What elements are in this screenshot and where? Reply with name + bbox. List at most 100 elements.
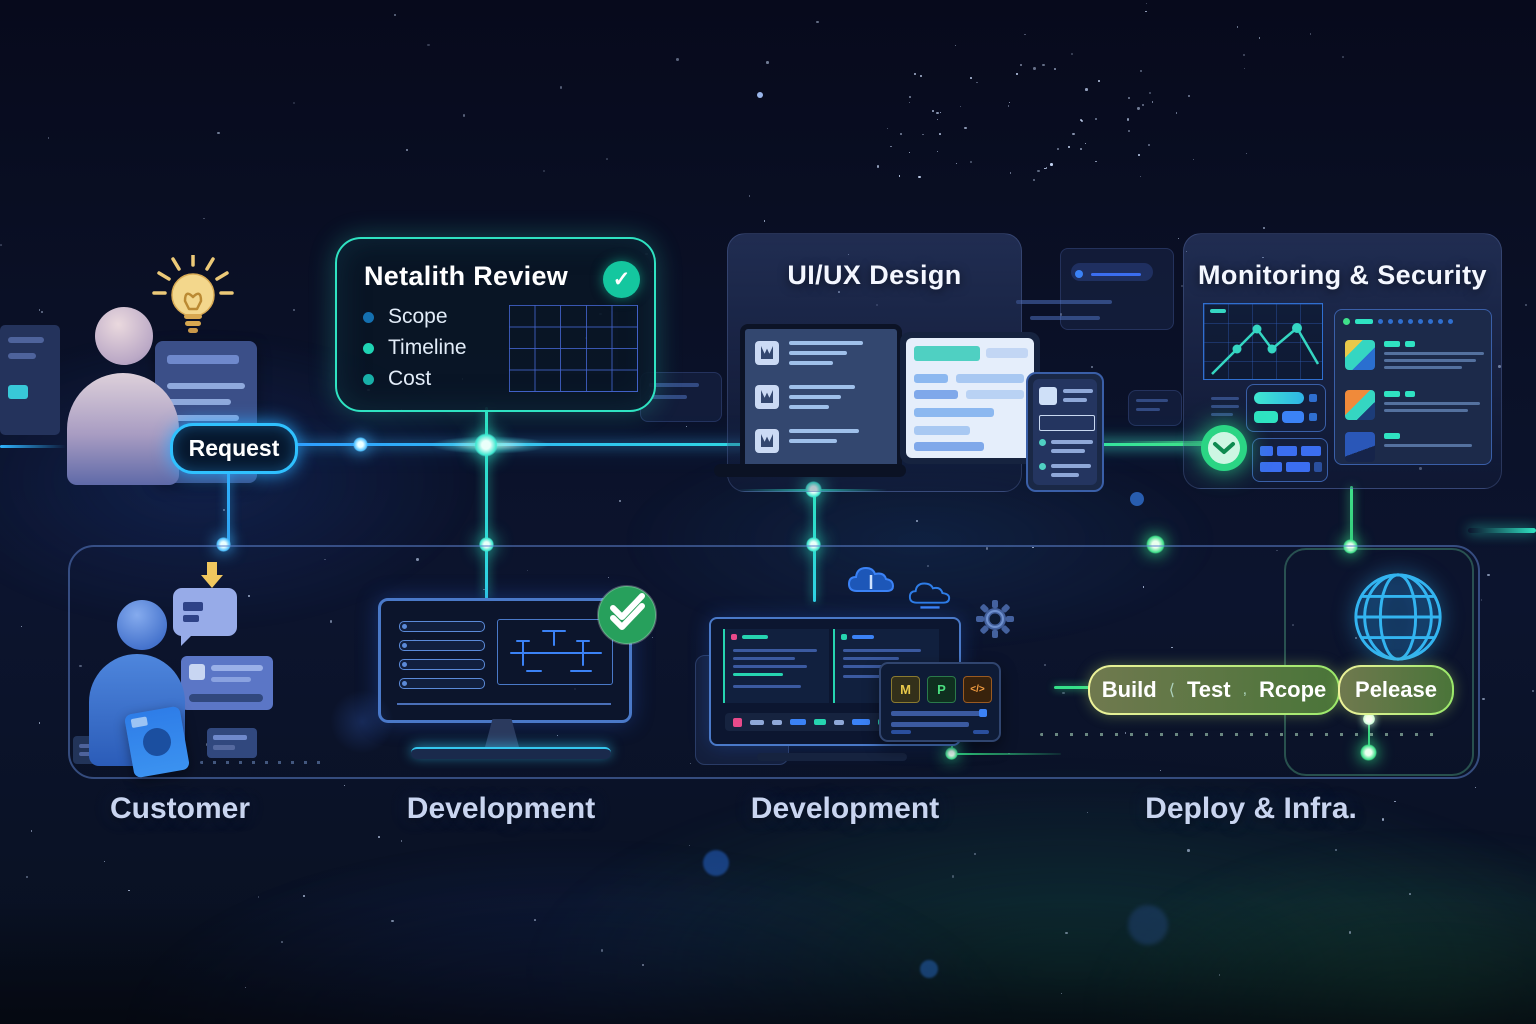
form-card [207,728,257,758]
decor [843,649,921,652]
line-chart [1203,303,1323,380]
development-monitor-illustration [375,585,675,777]
decor [1343,318,1453,325]
star [245,987,246,988]
decor [789,361,833,365]
decor [1292,323,1302,333]
decor [910,584,949,603]
star [1142,104,1144,106]
decor [789,341,863,345]
decor [1384,444,1472,447]
decor [167,355,239,364]
decor [1405,391,1415,397]
decor [914,426,970,435]
star [1243,54,1245,56]
stage-label-deploy: Deploy & Infra. [1145,792,1357,826]
test-label: Test [1187,677,1231,703]
development-editor-illustration: M P </> [695,555,1035,775]
star [1525,304,1527,306]
star [1020,64,1022,66]
star [920,75,922,77]
thumbnail [1345,390,1375,420]
star [21,626,23,628]
star [1382,818,1385,821]
rcope-label: Rcope [1259,677,1326,703]
star [601,949,604,952]
star [1054,68,1056,70]
decor [1384,341,1400,347]
decor [906,338,1034,458]
decor [1309,394,1317,402]
star [560,86,562,88]
release-pill: Pelease [1338,665,1454,715]
bokeh-dot [703,850,729,876]
star [1244,68,1245,69]
decor [1356,575,1440,659]
decor [731,634,768,640]
star [1310,33,1312,35]
star [970,77,972,79]
decor [789,395,841,399]
star [1050,163,1053,166]
star [128,890,129,891]
decor: ✓ [613,267,631,292]
star [1219,974,1220,975]
review-item-label: Timeline [388,336,467,360]
star [1033,179,1035,181]
decor [1384,340,1484,373]
decor [397,703,611,705]
decor [402,624,407,629]
decor [733,673,783,676]
release-label: Pelease [1355,677,1437,703]
star [1033,67,1036,70]
star [909,102,910,103]
star [1237,26,1238,27]
decor [1378,319,1383,324]
star [964,127,966,129]
decor [1071,263,1153,281]
decor [213,745,235,750]
star [217,132,219,134]
decor [841,634,874,640]
decor [217,273,227,279]
star [463,114,465,116]
star [890,146,891,147]
glow-node [474,433,498,457]
device-card [124,706,190,779]
decor [1051,440,1093,444]
decor [1277,446,1297,456]
star [642,964,644,966]
stage-label-development2: Development [751,792,939,826]
decor [1384,433,1400,439]
decor [733,657,795,660]
star [1042,64,1044,66]
decor [570,670,592,672]
star [1137,107,1139,109]
phone-mockup [1026,372,1104,492]
thumbnail [1345,340,1375,370]
decor [213,735,247,740]
decor [1212,328,1318,374]
star [1087,812,1088,813]
alert-list-panel [1334,309,1492,465]
decor [1091,273,1141,276]
star [1095,161,1097,163]
decor [733,685,801,688]
person-head [117,600,167,650]
review-item-label: Scope [388,305,448,329]
chip [1355,319,1373,324]
decor [399,621,485,632]
star [48,137,50,139]
decor [986,348,1028,358]
status-dot [1343,318,1350,325]
decor [1201,425,1247,471]
star [427,44,430,47]
review-item: Cost [363,367,431,391]
alert-row [1345,390,1480,420]
decor [1384,391,1400,397]
thumbnail [1345,432,1375,462]
star [686,426,687,427]
review-item: Timeline [363,336,467,360]
star [1532,690,1535,693]
